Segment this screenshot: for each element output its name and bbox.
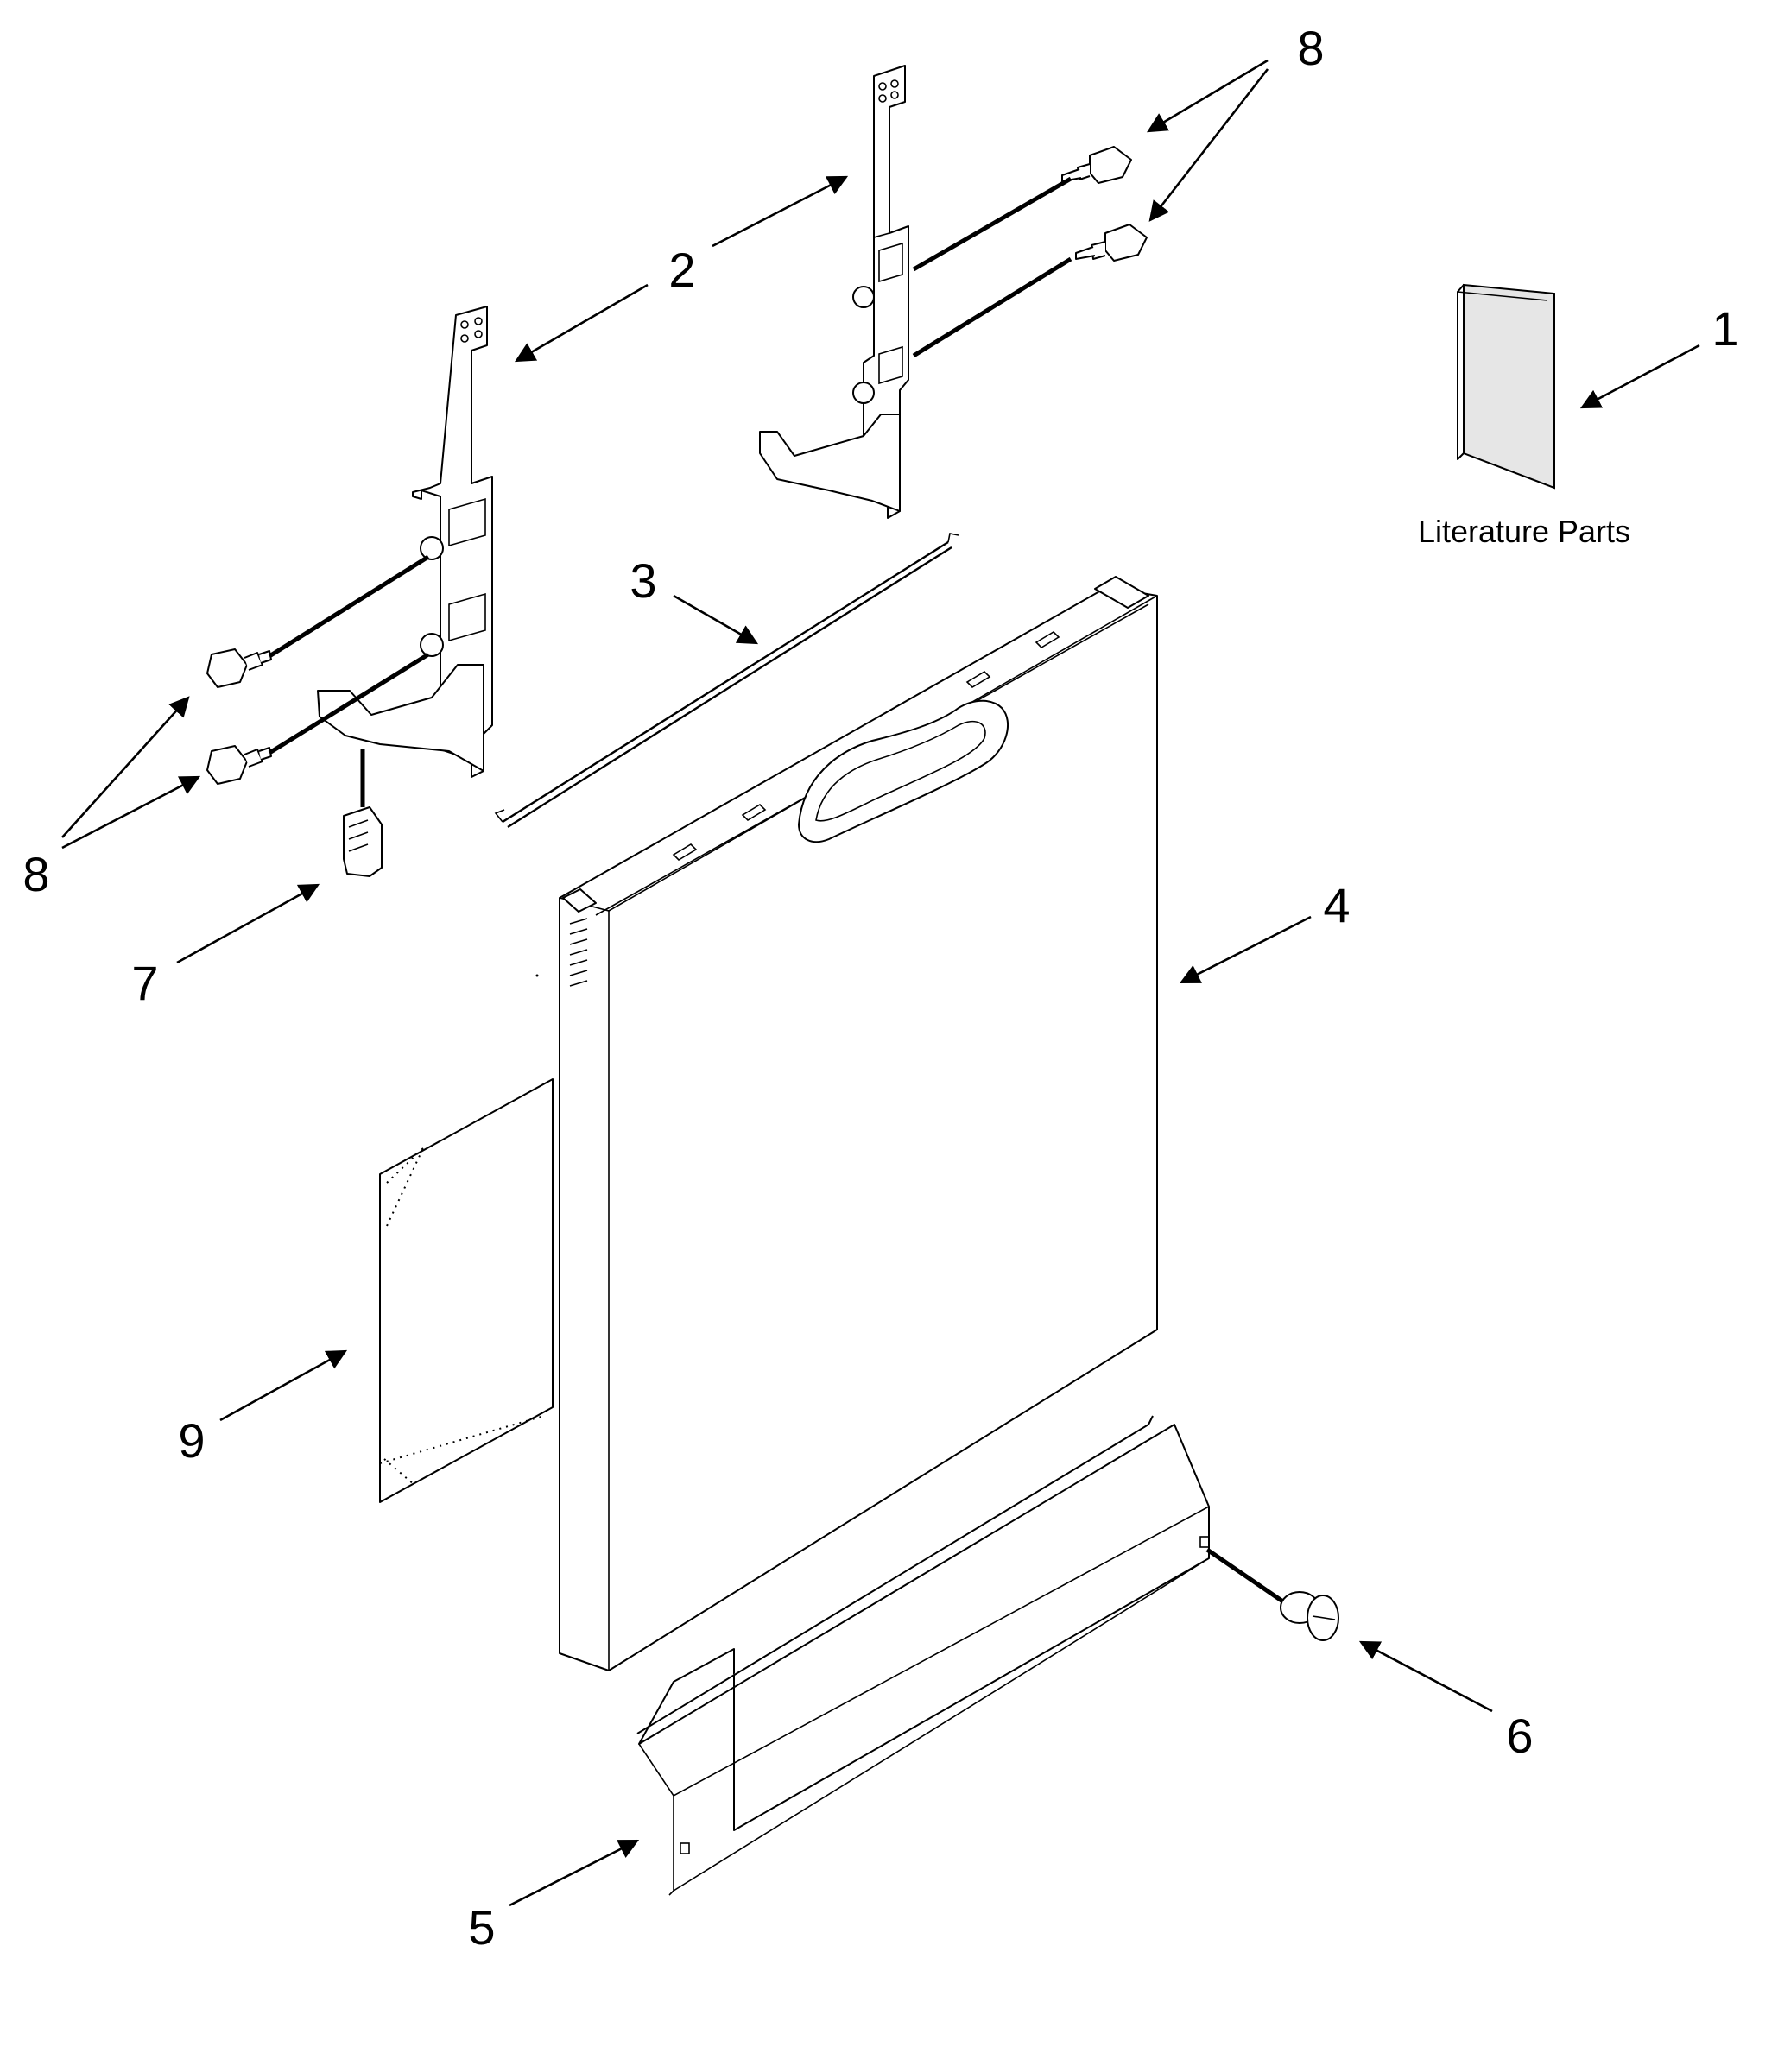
screw-left-lower [206, 652, 430, 785]
outer-door-panel [559, 576, 1158, 1671]
literature-parts-caption: Literature Parts [1418, 514, 1630, 549]
arrow-8-top-lower [1148, 68, 1269, 222]
arrow-5 [509, 1839, 640, 1907]
hinge-bracket-right [759, 65, 909, 519]
callout-5: 5 [468, 1900, 495, 1955]
arrow-2-upper [712, 175, 849, 248]
stray-mark [535, 974, 539, 977]
callout-7: 7 [131, 956, 158, 1010]
arrow-3 [673, 594, 759, 645]
arrow-8-top-upper [1146, 59, 1269, 133]
callout-6: 6 [1506, 1709, 1533, 1763]
kick-panel-fastener [1205, 1547, 1339, 1641]
callout-9: 9 [178, 1413, 205, 1468]
arrow-7 [176, 883, 320, 964]
arrow-8-left-lower [61, 775, 201, 850]
hinge-bracket-left [317, 306, 493, 778]
arrow-9 [219, 1349, 348, 1422]
leader-arrows [61, 59, 1700, 1907]
callout-3: 3 [630, 553, 656, 608]
door-bumper [343, 749, 383, 877]
arrow-1 [1579, 344, 1700, 409]
callout-2: 2 [668, 243, 695, 297]
literature-parts-booklet [1457, 283, 1555, 490]
callout-4: 4 [1323, 878, 1350, 932]
screw-left-upper [206, 554, 430, 688]
screw-top-lower [912, 224, 1148, 358]
arrow-8-left-upper [61, 696, 190, 838]
callout-labels: 1 2 3 4 5 6 7 8 8 9 [22, 21, 1738, 1955]
door-rod [494, 533, 959, 829]
insulation-panel [379, 1078, 554, 1503]
toe-kick-panel [636, 1415, 1210, 1896]
callout-1: 1 [1712, 301, 1738, 356]
arrow-6 [1358, 1640, 1493, 1713]
arrow-4 [1179, 915, 1312, 984]
screw-top-upper [912, 146, 1132, 272]
callout-8-top: 8 [1297, 21, 1324, 75]
arrow-2-lower [514, 283, 649, 363]
callout-8-left: 8 [22, 847, 49, 901]
